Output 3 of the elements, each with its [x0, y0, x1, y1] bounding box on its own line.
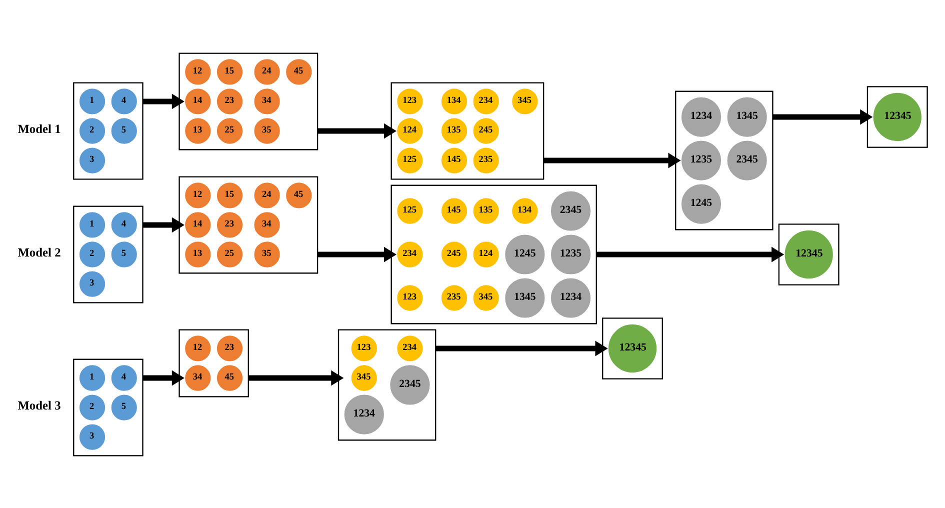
- label: Model 3: [18, 398, 61, 412]
- label: Model 2: [18, 245, 61, 260]
- label: Model 1: [18, 122, 61, 136]
